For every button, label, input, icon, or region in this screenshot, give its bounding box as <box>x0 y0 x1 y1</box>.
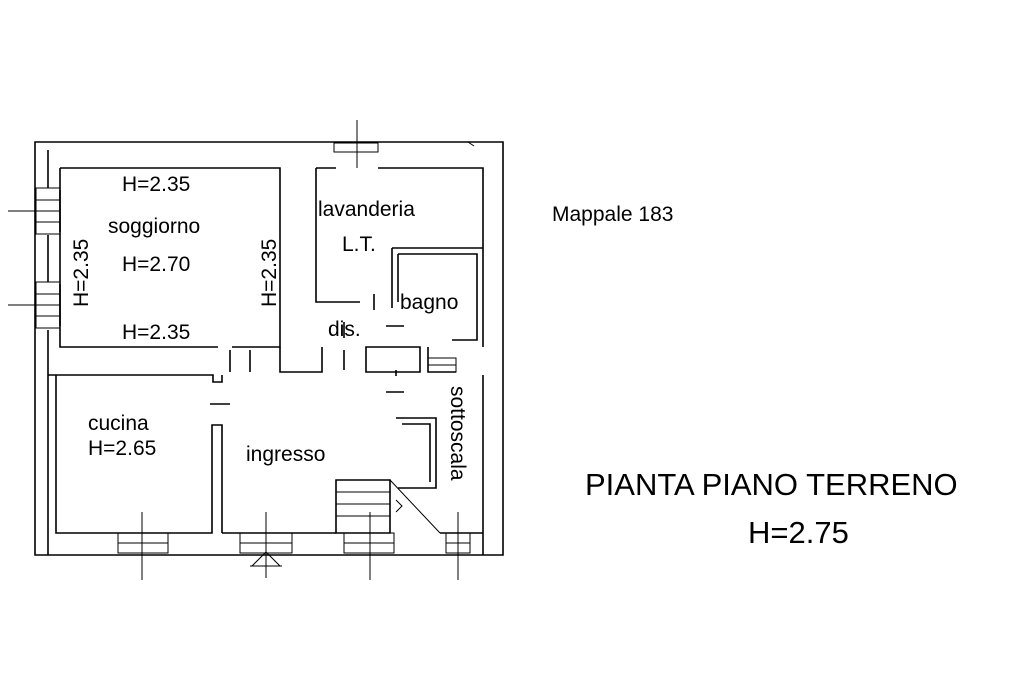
plan-height: H=2.75 <box>748 515 849 550</box>
cucina-label: cucina <box>88 412 149 435</box>
axis-lines <box>8 120 475 580</box>
soggiorno-bottom-height: H=2.35 <box>122 321 190 344</box>
lavanderia-label: lavanderia <box>318 198 415 221</box>
outer-walls <box>34 141 504 556</box>
soggiorno-top-height: H=2.35 <box>122 173 190 196</box>
bagno-label: bagno <box>400 291 458 314</box>
ingresso-label: ingresso <box>246 443 325 466</box>
dis-label: dis. <box>328 318 361 341</box>
cucina-height: H=2.65 <box>88 437 156 460</box>
soggiorno-label: soggiorno <box>108 215 200 238</box>
soggiorno-left-height: H=2.35 <box>70 239 93 307</box>
parcel-label: Mappale 183 <box>552 203 673 226</box>
soggiorno-right-height: H=2.35 <box>258 239 281 307</box>
soggiorno-height: H=2.70 <box>122 253 190 276</box>
sottoscala-label: sottoscala <box>446 386 469 481</box>
plan-title: PIANTA PIANO TERRENO <box>585 467 958 502</box>
lavanderia-sub-label: L.T. <box>342 233 376 256</box>
door-markers <box>210 294 404 405</box>
